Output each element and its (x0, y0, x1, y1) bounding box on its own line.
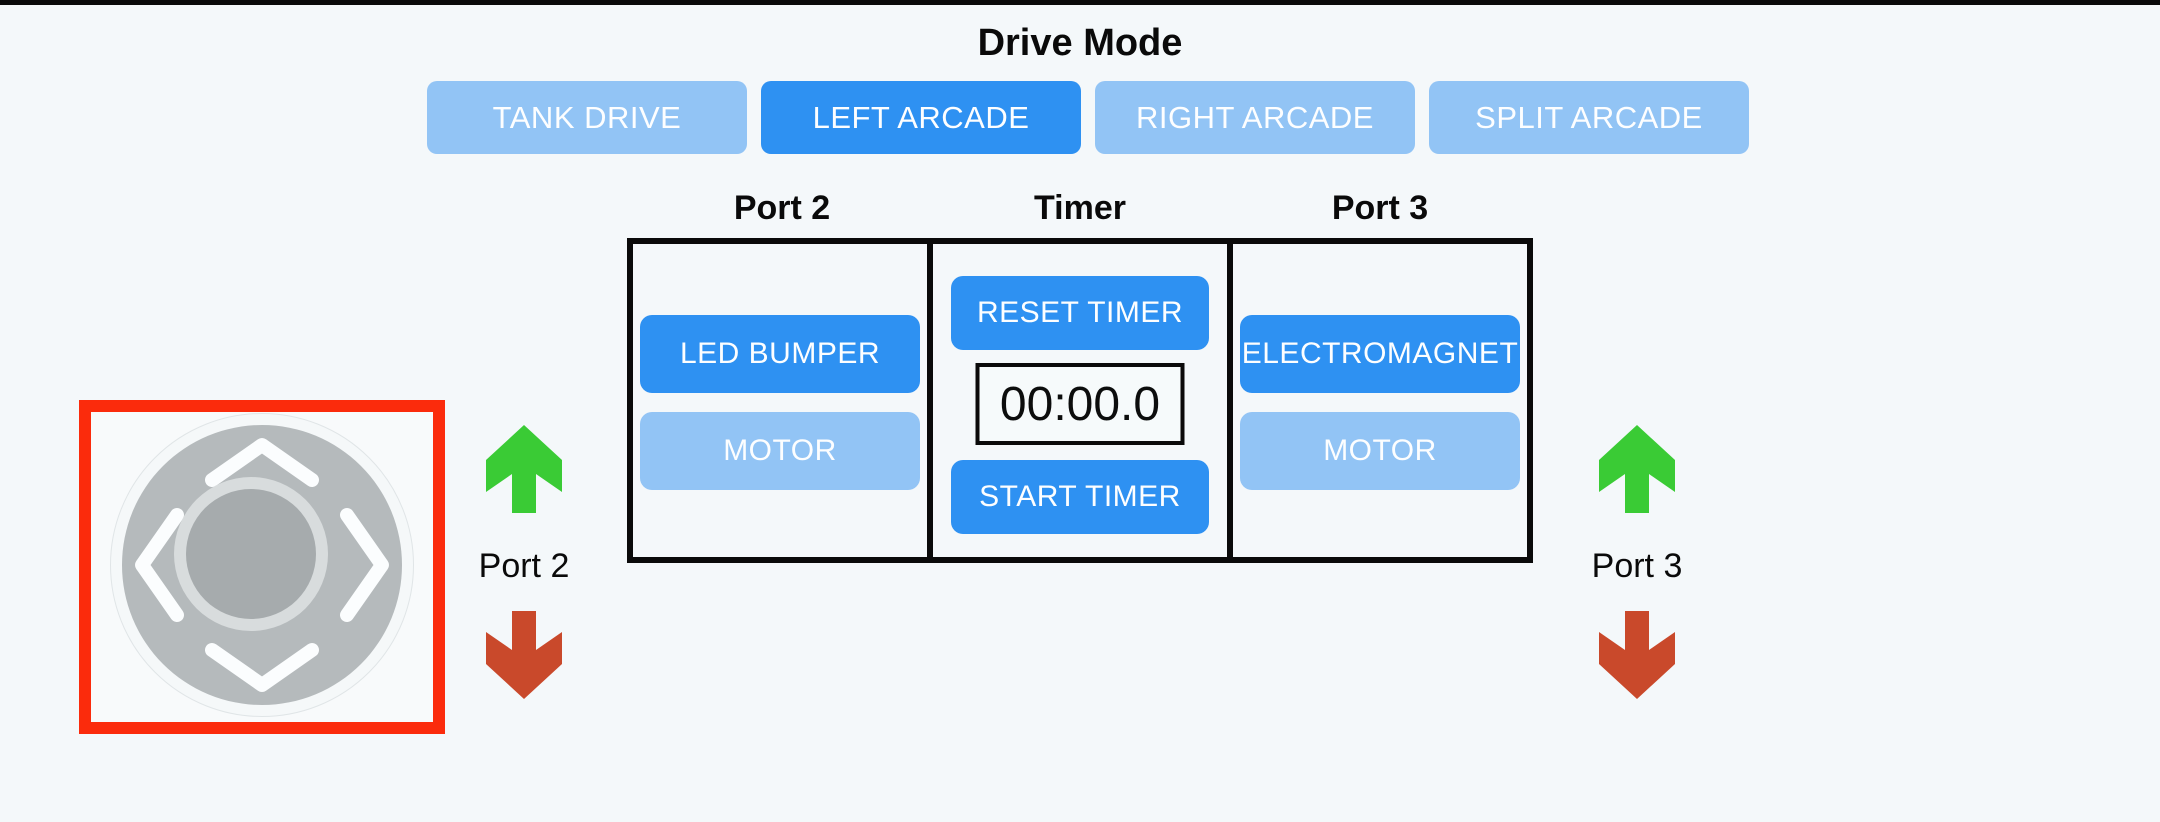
chevron-left-icon (135, 508, 184, 622)
timer-column-header: Timer (1034, 189, 1126, 227)
tank-drive-button[interactable]: TANK DRIVE (427, 81, 747, 154)
led-bumper-button[interactable]: LED BUMPER (640, 315, 920, 393)
joystick-direction-chevrons (135, 438, 389, 692)
control-panel: LED BUMPER MOTOR RESET TIMER 00:00.0 STA… (627, 238, 1533, 563)
reset-timer-button[interactable]: RESET TIMER (951, 276, 1209, 350)
top-border (0, 0, 2160, 5)
port3-column-header: Port 3 (1331, 189, 1429, 227)
green-up-arrow-icon (1599, 425, 1675, 513)
port2-column: LED BUMPER MOTOR (633, 244, 927, 557)
port2-down-arrow-button[interactable] (486, 611, 562, 699)
chevron-right-icon (340, 508, 389, 622)
chevron-up-icon (205, 438, 319, 487)
joystick-selection-frame (79, 400, 445, 734)
port2-arrow-label: Port 2 (478, 547, 570, 585)
port3-motor-button[interactable]: MOTOR (1240, 412, 1520, 490)
right-arcade-button[interactable]: RIGHT ARCADE (1095, 81, 1415, 154)
timer-column: RESET TIMER 00:00.0 START TIMER (927, 244, 1227, 557)
port3-down-arrow-button[interactable] (1599, 611, 1675, 699)
drive-mode-button-row: TANK DRIVE LEFT ARCADE RIGHT ARCADE SPLI… (427, 81, 1749, 154)
red-down-arrow-icon (486, 611, 562, 699)
green-up-arrow-icon (486, 425, 562, 513)
electromagnet-button[interactable]: ELECTROMAGNET (1240, 315, 1520, 393)
port2-motor-button[interactable]: MOTOR (640, 412, 920, 490)
port2-column-header: Port 2 (733, 189, 831, 227)
start-timer-button[interactable]: START TIMER (951, 460, 1209, 534)
joystick-thumb[interactable] (186, 489, 316, 619)
page-title: Drive Mode (977, 22, 1183, 64)
port3-arrow-label: Port 3 (1591, 547, 1683, 585)
red-down-arrow-icon (1599, 611, 1675, 699)
port3-column: ELECTROMAGNET MOTOR (1227, 244, 1527, 557)
left-arcade-button[interactable]: LEFT ARCADE (761, 81, 1081, 154)
timer-display: 00:00.0 (975, 363, 1185, 445)
split-arcade-button[interactable]: SPLIT ARCADE (1429, 81, 1749, 154)
port2-up-arrow-button[interactable] (486, 425, 562, 513)
chevron-down-icon (205, 643, 319, 692)
joystick[interactable] (110, 413, 414, 717)
port3-up-arrow-button[interactable] (1599, 425, 1675, 513)
